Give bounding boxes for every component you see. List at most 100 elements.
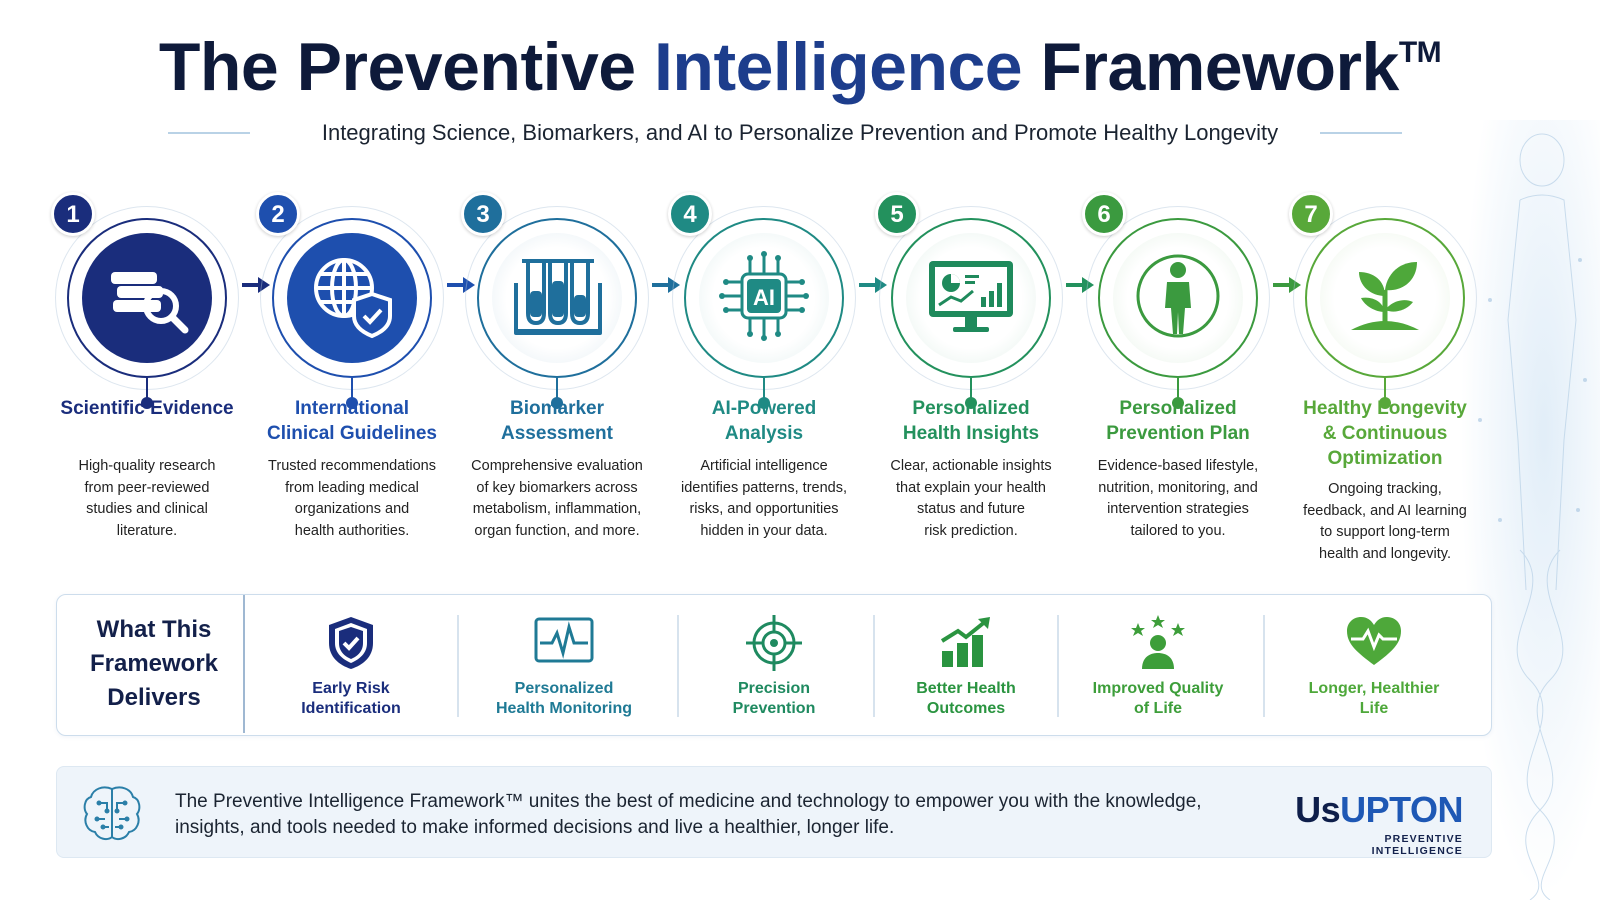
benefit-label-line: Personalized (514, 680, 614, 697)
page-title: The Preventive Intelligence FrameworkTM (0, 28, 1600, 106)
step-connector-dot (551, 397, 563, 409)
benefit-label-line: Health Monitoring (496, 700, 632, 717)
benefit-label-line: Early Risk (312, 680, 390, 697)
step-desc-line: from peer-reviewed (84, 479, 210, 496)
step-description: Clear, actionable insights that explain y… (871, 456, 1071, 542)
heart-monitor-icon (469, 613, 659, 673)
title-accent: Intelligence (654, 29, 1023, 105)
step-number-badge: 7 (1289, 192, 1333, 236)
step-number-badge: 2 (256, 192, 300, 236)
step-connector (1177, 378, 1179, 400)
step-connector-dot (758, 397, 770, 409)
step-desc-line: Evidence-based lifestyle, (1097, 458, 1259, 474)
subtitle-row: Integrating Science, Biomarkers, and AI … (0, 116, 1600, 150)
benefit-divider (1057, 615, 1059, 717)
step-connector-dot (1172, 397, 1184, 409)
subtitle: Integrating Science, Biomarkers, and AI … (321, 120, 1279, 145)
step-icon-disc (82, 233, 212, 363)
step-number-badge: 4 (668, 192, 712, 236)
benefit-divider (1263, 615, 1265, 717)
step-icon-disc (1320, 233, 1450, 363)
step-title-line: & Continuous (1322, 423, 1448, 444)
step-description: Comprehensive evaluation of key biomarker… (457, 456, 657, 542)
step-desc-line: Trusted recommendations (268, 458, 436, 474)
step-number-badge: 3 (461, 192, 505, 236)
step-title-line: Prevention Plan (1106, 423, 1250, 444)
step-desc-line: to support long-term (1320, 524, 1450, 540)
step-desc-line: health authorities. (294, 522, 410, 539)
ai-chip-icon: AI (714, 246, 814, 351)
target-icon (679, 613, 869, 673)
step-desc-line: metabolism, inflammation, (472, 501, 642, 517)
delivers-title-line: Framework (89, 650, 219, 677)
logo-accent: UPTON (1340, 789, 1463, 830)
delivers-title-line: What This (96, 616, 212, 643)
step-desc-line: hidden in your data. (700, 522, 828, 539)
books-magnifier-icon (99, 248, 195, 349)
step-icon-disc (287, 233, 417, 363)
shield-check-icon (256, 613, 446, 673)
step-desc-line: literature. (116, 522, 178, 539)
benefit-label-line: of Life (1134, 700, 1182, 717)
globe-shield-icon (302, 246, 402, 351)
sprout-icon (1335, 246, 1435, 351)
title-suffix: Framework (1022, 29, 1400, 105)
person-icon (1133, 246, 1223, 351)
logo-prefix: Us (1295, 789, 1341, 830)
test-tubes-icon (502, 251, 612, 346)
step-title-line: Biomarker (510, 398, 604, 419)
step-desc-line: Ongoing tracking, (1328, 481, 1442, 497)
step-icon-disc: AI (699, 233, 829, 363)
subtitle-rule-right (1320, 132, 1402, 134)
subtitle-rule-left (168, 132, 250, 134)
growth-chart-icon (871, 613, 1061, 673)
logo-wordmark: UsUPTON (1293, 792, 1463, 828)
trademark-mark: TM (1398, 36, 1442, 69)
step-title-line: Analysis (724, 423, 804, 444)
step-desc-line: risks, and opportunities (689, 501, 839, 517)
step-description: Ongoing tracking,feedback, and AI learni… (1285, 479, 1485, 565)
step-title-line: Scientific Evidence (60, 398, 234, 419)
footer-text-line: insights, and tools needed to make infor… (175, 817, 895, 838)
benefit-divider (677, 615, 679, 717)
title-prefix: The Preventive (158, 29, 655, 105)
step-title-line: Optimization (1327, 448, 1443, 469)
step-desc-line: Comprehensive evaluation (471, 458, 643, 474)
step-desc-line: identifies patterns, trends, (680, 479, 848, 496)
step-description: Evidence-based lifestyle, nutrition, moni… (1078, 456, 1278, 542)
step-desc-line: nutrition, monitoring, and (1098, 479, 1258, 496)
step-desc-line: of key biomarkers across (476, 479, 638, 496)
step-title-line: AI-Powered (711, 398, 817, 419)
step-desc-line: Clear, actionable insights (890, 458, 1052, 474)
step-desc-line: studies and clinical (86, 501, 208, 517)
step-connector (763, 378, 765, 400)
step-title-line: Personalized (912, 398, 1030, 419)
step-connector (556, 378, 558, 400)
step-connector-dot (346, 397, 358, 409)
company-logo: UsUPTON PREVENTIVE INTELLIGENCE (1293, 792, 1463, 858)
step-desc-line: that explain your health (896, 479, 1046, 496)
step-icon-disc (492, 233, 622, 363)
step-title-line: Personalized (1119, 398, 1237, 419)
step-connector (970, 378, 972, 400)
step-desc-line: health and longevity. (1319, 545, 1451, 562)
